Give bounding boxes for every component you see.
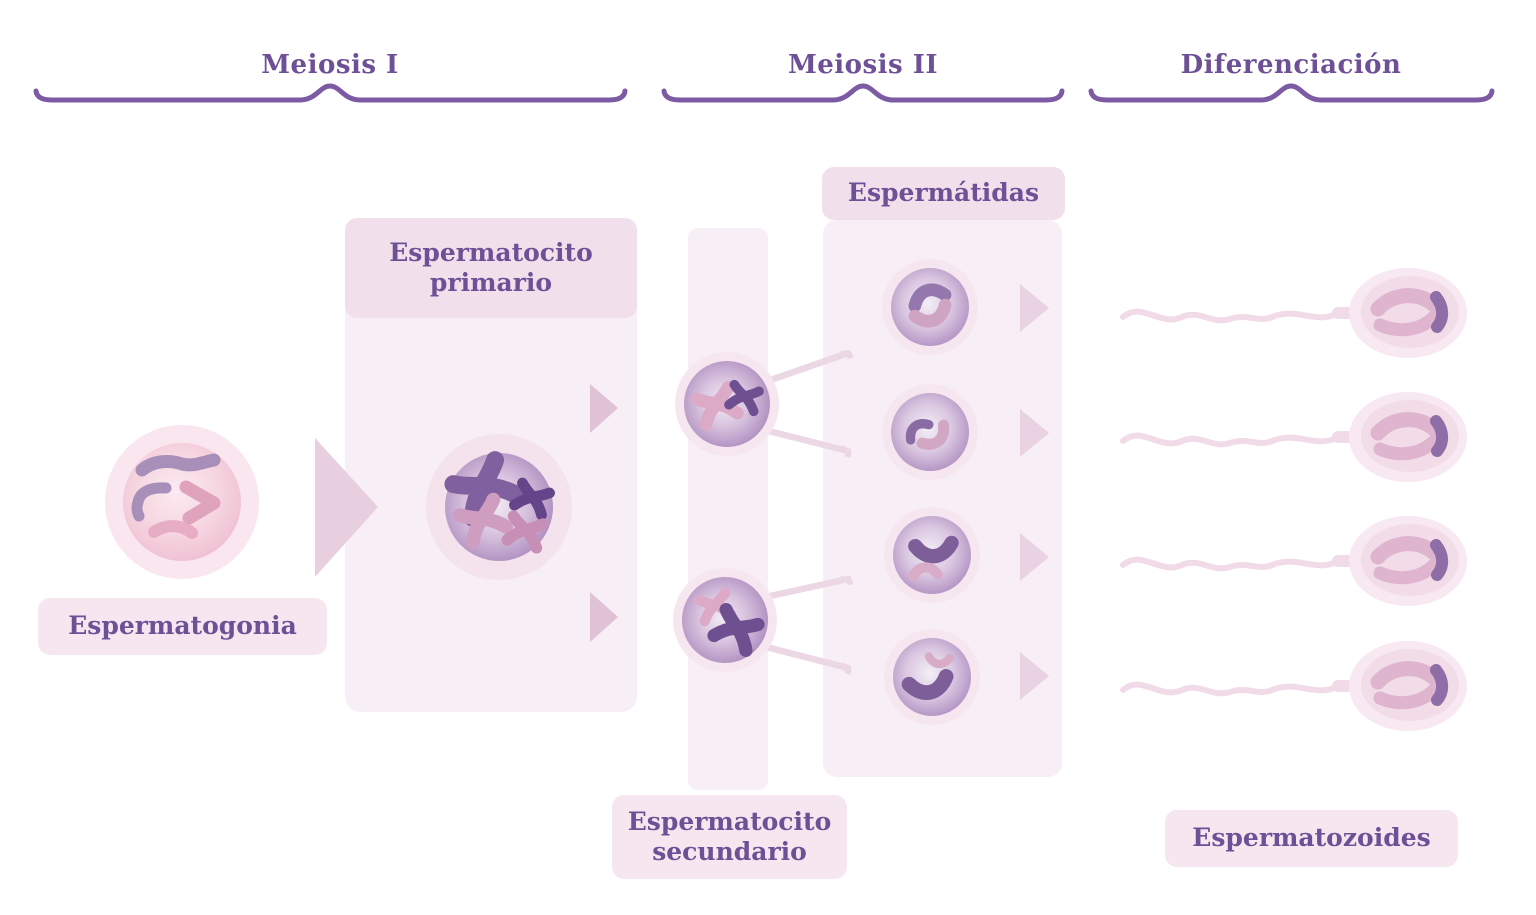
phase-title-diferenciacion: Diferenciación (1180, 50, 1402, 80)
chromosome (179, 480, 221, 525)
label-espermatidas: Espermátidas (822, 167, 1065, 220)
cell-espermatozoide-3 (1123, 516, 1467, 606)
label-espermatozoides: Espermatozoides (1165, 810, 1458, 867)
cell-espermatozoide-1 (1123, 268, 1467, 358)
phase-title-meiosis-1: Meiosis I (261, 50, 399, 80)
chromosome (131, 482, 172, 522)
brace-diferenciacion (1088, 83, 1495, 103)
brace-meiosis-1 (33, 83, 628, 103)
column-espermatidas (823, 220, 1062, 777)
label-espermatogonia: Espermatogonia (38, 598, 327, 655)
cell-espermatozoide-4 (1123, 641, 1467, 731)
cell-espermatozoide-2 (1123, 392, 1467, 482)
brace-meiosis-2 (661, 83, 1065, 103)
column-espermatocito-secundario (688, 228, 768, 790)
cell-espermatogonia (105, 425, 259, 579)
phase-title-meiosis-2: Meiosis II (787, 50, 939, 80)
chromosome (148, 520, 198, 539)
chromosome (135, 453, 221, 477)
label-espermatocito-secundario: Espermatocito secundario (612, 795, 847, 879)
label-espermatocito-primario: Espermatocito primario (345, 218, 637, 318)
